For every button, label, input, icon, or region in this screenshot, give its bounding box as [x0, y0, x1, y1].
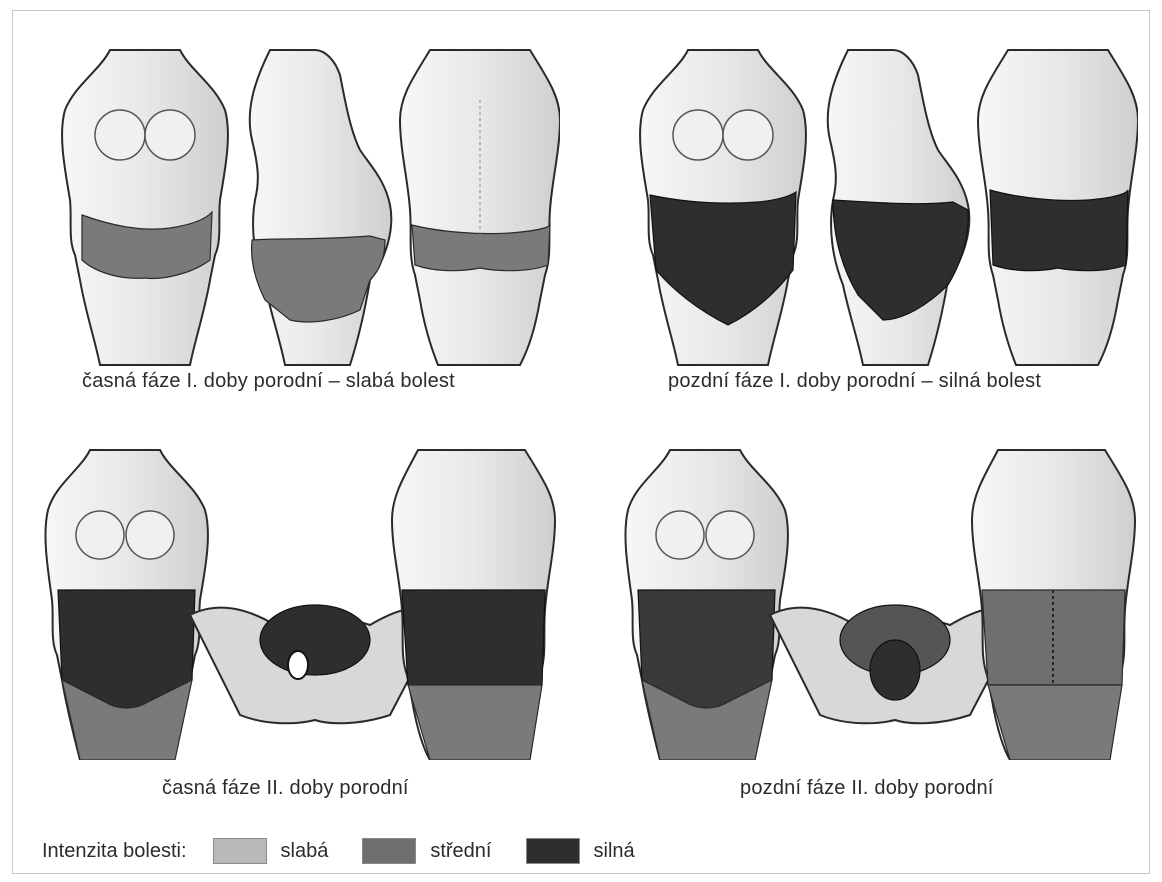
caption-early-phase-2: časná fáze II. doby porodní [162, 777, 409, 800]
legend-swatch-medium [362, 838, 416, 864]
figure-early-phase-1 [40, 40, 560, 370]
body-front [62, 50, 228, 365]
figure-late-phase-1 [618, 40, 1138, 370]
figure-early-phase-2 [40, 440, 560, 760]
body-back [400, 50, 560, 365]
body-front [640, 50, 806, 365]
legend-swatch-strong [526, 838, 580, 864]
body-front [625, 450, 787, 760]
body-back [392, 450, 555, 760]
legend-swatch-weak [213, 838, 267, 864]
legend-title: Intenzita bolesti: [42, 840, 187, 863]
legend-label-medium: střední [430, 840, 491, 863]
body-front [45, 450, 207, 760]
figure-late-phase-2 [620, 440, 1140, 760]
caption-early-phase-1: časná fáze I. doby porodní – slabá boles… [82, 370, 455, 393]
caption-late-phase-1: pozdní fáze I. doby porodní – silná bole… [668, 370, 1041, 393]
body-back [978, 50, 1138, 365]
legend-label-strong: silná [594, 840, 635, 863]
legend-label-weak: slabá [281, 840, 329, 863]
legend-item-medium: střední [362, 838, 491, 864]
pain-intensity-legend: Intenzita bolesti: slabá střední silná [42, 836, 669, 866]
body-back [972, 450, 1135, 760]
caption-late-phase-2: pozdní fáze II. doby porodní [740, 777, 994, 800]
body-side [828, 50, 970, 365]
legend-item-weak: slabá [213, 838, 329, 864]
body-side [250, 50, 392, 365]
legend-item-strong: silná [526, 838, 635, 864]
